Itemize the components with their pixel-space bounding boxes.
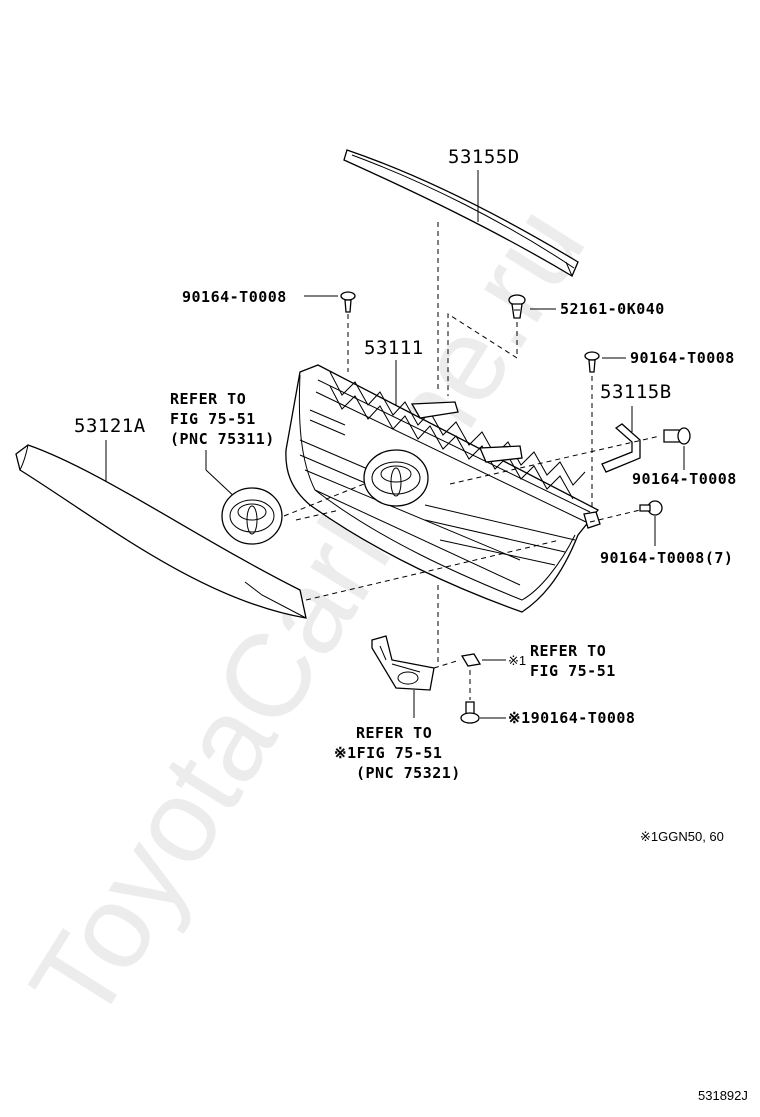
refer2-mark: ※1 — [508, 653, 526, 668]
footnote: ※1GGN50, 60 — [640, 829, 724, 844]
screw-90164-bottom[interactable] — [460, 701, 480, 724]
screw-90164-7[interactable] — [639, 500, 663, 516]
v6-badge[interactable] — [371, 635, 435, 691]
refer2-line1: REFER TO — [530, 642, 606, 660]
label-90164-bracket: 90164-T0008 — [632, 470, 737, 488]
clip-52161-0K040[interactable] — [508, 294, 526, 319]
label-53155D: 53155D — [448, 146, 520, 168]
refer3-line1: REFER TO — [356, 724, 432, 742]
label-90164-7: 90164-T0008(7) — [600, 549, 733, 567]
bolt-90164-bracket[interactable] — [663, 427, 691, 445]
refer3-line3: (PNC 75321) — [356, 764, 461, 782]
nut-clip[interactable] — [460, 653, 482, 667]
grille-53111[interactable] — [285, 364, 601, 613]
label-90164-top: 90164-T0008 — [182, 288, 287, 306]
refer1-line1: REFER TO — [170, 390, 246, 408]
clip-90164-right[interactable] — [584, 351, 600, 373]
refer2-line2: FIG 75-51 — [530, 662, 616, 680]
molding-53155D[interactable] — [343, 149, 579, 277]
clip-90164-top[interactable] — [340, 291, 356, 313]
emblem-front[interactable] — [221, 487, 283, 545]
label-53111: 53111 — [364, 337, 424, 359]
label-90164-bottom: ※190164-T0008 — [508, 709, 635, 727]
molding-53121A[interactable] — [15, 444, 307, 619]
refer3-line2: ※1FIG 75-51 — [334, 744, 442, 762]
refer1-line2: FIG 75-51 — [170, 410, 256, 428]
bracket-53115B[interactable] — [601, 423, 641, 473]
label-53121A: 53121A — [74, 415, 146, 437]
label-53115B: 53115B — [600, 381, 672, 403]
diagram-code: 531892J — [698, 1088, 748, 1103]
label-90164-right: 90164-T0008 — [630, 349, 735, 367]
label-52161: 52161-0K040 — [560, 300, 665, 318]
refer1-line3: (PNC 75311) — [170, 430, 275, 448]
